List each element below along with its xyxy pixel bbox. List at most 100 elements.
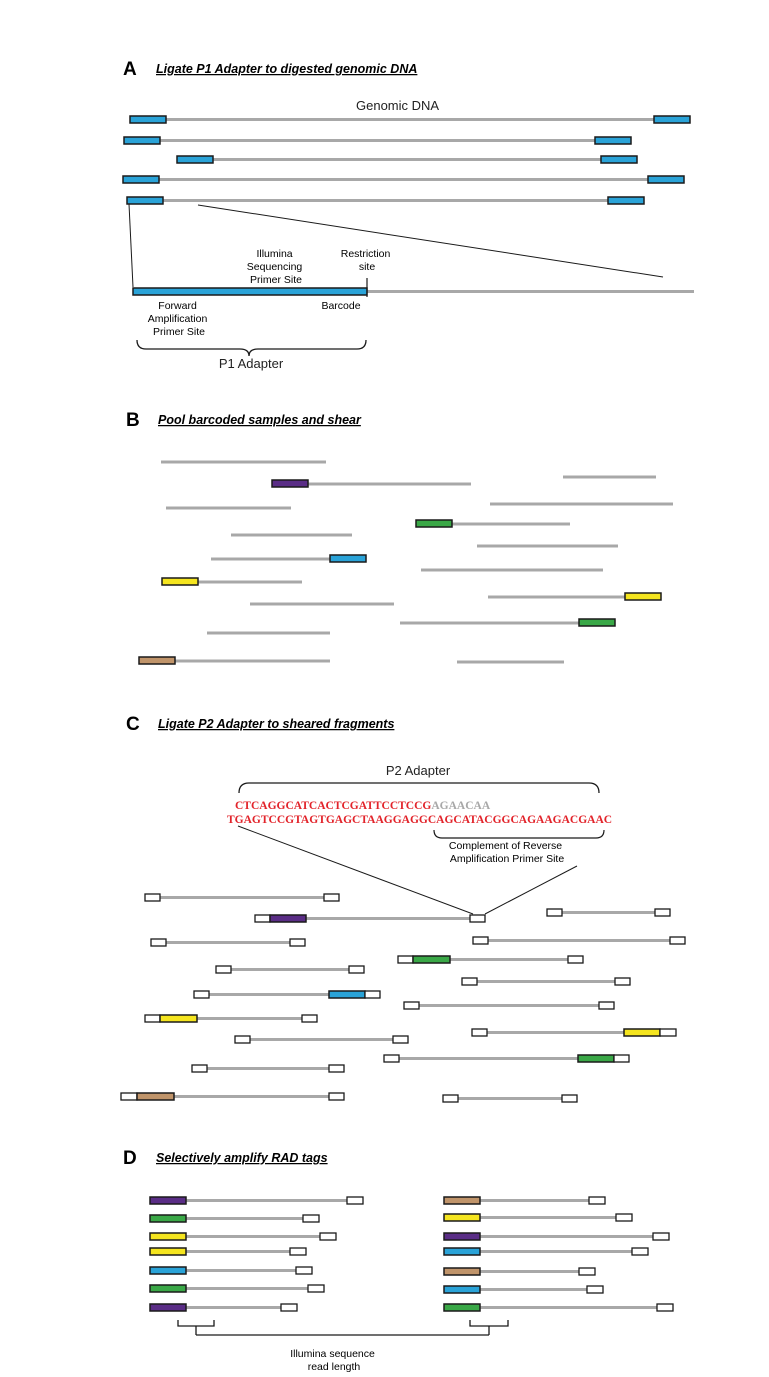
panel-a: A Ligate P1 Adapter to digested genomic … <box>122 59 694 371</box>
p1-adapter-block <box>647 175 685 184</box>
p2-adapter-block <box>289 1247 307 1256</box>
p2-adapter-block <box>234 1035 251 1044</box>
p2-adapter-block <box>631 1247 649 1256</box>
p2-adapter-block <box>472 936 489 945</box>
p2-adapter-block <box>613 1054 630 1063</box>
barcoded-adapter-tan <box>136 1092 175 1101</box>
ligated-fragments <box>120 893 686 1103</box>
barcoded-adapter-green <box>577 1054 615 1063</box>
p2-zoom-line <box>237 825 474 915</box>
p2-adapter-block <box>397 955 414 964</box>
genomic-fragment <box>129 115 691 124</box>
rad-tag-barcode-tan <box>443 1267 481 1276</box>
p2-adapter-block <box>659 1028 677 1037</box>
rad-tag-barcode-blue <box>443 1247 481 1256</box>
p2-adapter-block <box>461 977 478 986</box>
p2-adapter-block <box>346 1196 364 1205</box>
barcoded-adapter-blue <box>328 990 366 999</box>
barcoded-adapter-yellow <box>159 1014 198 1023</box>
read-length-bracket <box>177 1320 509 1336</box>
rad-tag-barcode-green <box>443 1303 481 1312</box>
panel-a-letter: A <box>123 59 137 80</box>
p1-adapter-block <box>607 196 645 205</box>
zoom-line <box>128 203 134 288</box>
rad-tag-barcode-green <box>149 1284 187 1293</box>
p2-adapter-block <box>578 1267 596 1276</box>
p2-adapter-block <box>144 893 161 902</box>
panel-b: B Pool barcoded samples and shear <box>126 410 673 665</box>
p2-adapter-block <box>150 938 167 947</box>
p2-adapter-block <box>144 1014 161 1023</box>
rad-tags-left <box>149 1196 364 1312</box>
illumina-primer-label: Illumina Sequencing Primer Site <box>247 248 305 286</box>
barcoded-adapter-green <box>578 618 616 627</box>
sheared-fragments <box>138 460 673 665</box>
complement-reverse-label: Complement of Reverse Amplification Prim… <box>449 840 565 865</box>
barcoded-adapter-green <box>412 955 451 964</box>
p2-adapter-block <box>302 1214 320 1223</box>
rad-tag-barcode-tan <box>443 1196 481 1205</box>
p2-adapter-block <box>295 1266 313 1275</box>
panel-d: D Selectively amplify RAD tags <box>123 1148 674 1373</box>
p1-adapter-block <box>653 115 691 124</box>
barcode-label: Barcode <box>321 300 360 312</box>
read-length-label: Illumina sequence read length <box>290 1348 378 1373</box>
p2-adapter-block <box>652 1232 670 1241</box>
p1-adapter-block <box>600 155 638 164</box>
p2-adapter-block <box>588 1196 606 1205</box>
barcoded-adapter-yellow <box>624 592 662 601</box>
p2-adapter-block <box>567 955 584 964</box>
barcoded-adapter-blue <box>329 554 367 563</box>
p2-sequence-bottom: TGAGTCCGTAGTGAGCTAAGGAGGCAGCATACGGCAGAAG… <box>227 814 612 826</box>
panel-d-letter: D <box>123 1148 137 1169</box>
rad-tag-barcode-yellow <box>149 1247 187 1256</box>
restriction-site-label: Restriction site <box>341 248 394 273</box>
p1-adapter-block <box>129 115 167 124</box>
panel-c: C Ligate P2 Adapter to sheared fragments… <box>120 714 686 1103</box>
p2-adapter-block <box>328 1092 345 1101</box>
p2-adapter-block <box>307 1284 325 1293</box>
p1-adapter-block <box>122 175 160 184</box>
p1-adapter-brace <box>136 339 367 357</box>
p2-adapter-block <box>383 1054 400 1063</box>
p2-adapter-block <box>191 1064 208 1073</box>
barcoded-adapter-yellow <box>623 1028 661 1037</box>
p2-adapter-block <box>615 1213 633 1222</box>
p2-adapter-block <box>614 977 631 986</box>
p2-adapter-block <box>254 914 271 923</box>
p1-adapter-detail <box>132 278 694 297</box>
p2-adapter-label: P2 Adapter <box>386 763 451 778</box>
p2-adapter-block <box>442 1094 459 1103</box>
genomic-dna-fragments <box>122 115 691 205</box>
p2-adapter-block <box>301 1014 318 1023</box>
p2-zoom-line <box>484 865 578 915</box>
rad-tag-barcode-blue <box>443 1285 481 1294</box>
p2-adapter-block <box>669 936 686 945</box>
p1-adapter-block <box>126 196 164 205</box>
barcoded-adapter-yellow <box>161 577 199 586</box>
panel-b-letter: B <box>126 410 140 431</box>
panel-d-title: Selectively amplify RAD tags <box>156 1151 328 1165</box>
p2-adapter-block <box>392 1035 409 1044</box>
p2-adapter-brace <box>238 782 600 794</box>
p2-adapter-block <box>120 1092 138 1101</box>
rad-tag-barcode-yellow <box>443 1213 481 1222</box>
panel-b-title: Pool barcoded samples and shear <box>158 413 362 427</box>
panel-c-title: Ligate P2 Adapter to sheared fragments <box>158 717 394 731</box>
complement-brace <box>433 829 605 839</box>
p2-adapter-block <box>280 1303 298 1312</box>
p1-adapter-bar <box>132 287 368 296</box>
rad-tag-barcode-blue <box>149 1266 187 1275</box>
p2-adapter-block <box>469 914 486 923</box>
genomic-fragment <box>176 155 638 164</box>
p2-adapter-block <box>656 1303 674 1312</box>
barcoded-adapter-tan <box>138 656 176 665</box>
genomic-fragment <box>123 136 632 145</box>
p2-adapter-block <box>364 990 381 999</box>
p2-adapter-block <box>654 908 671 917</box>
rad-tag-barcode-yellow <box>149 1232 187 1241</box>
p1-adapter-block <box>594 136 632 145</box>
p2-sequence-top: CTCAGGCATCACTCGATTCCTCCGAGAACAA <box>235 800 491 812</box>
rad-tags-right <box>443 1196 674 1312</box>
